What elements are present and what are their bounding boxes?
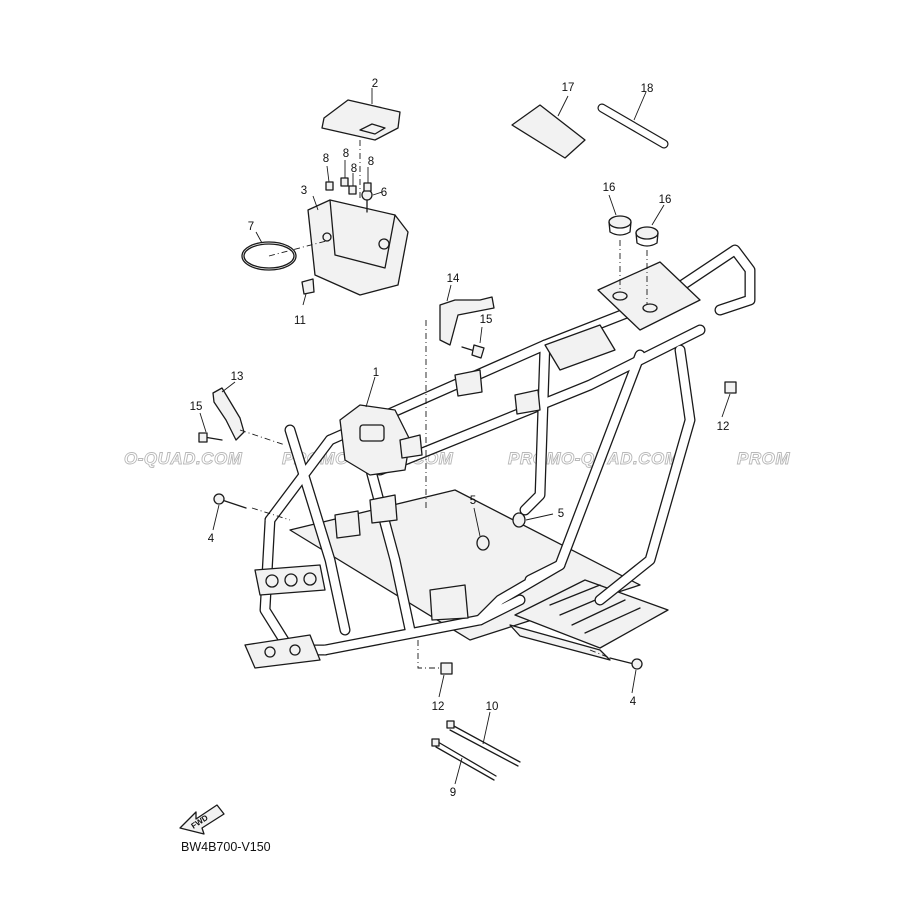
- callout-6: 6: [381, 187, 387, 199]
- callout-10: 10: [486, 701, 499, 713]
- part-8-clips: [325, 177, 372, 195]
- part-4-bolts: [213, 493, 643, 670]
- callout-numbers: 2 3 8 8 8 8 6 7 11 14 15 13 1 15 4 5 5 1…: [190, 78, 730, 799]
- callout-15: 15: [190, 401, 203, 413]
- part-12-clips: [440, 381, 737, 675]
- callout-5: 5: [558, 508, 564, 520]
- callout-16: 16: [659, 194, 672, 206]
- part-9-10-cable-ties: [431, 720, 521, 781]
- watermark-row: O-QUAD.COM PROMO-QUAD.COM PROMO-QUAD.COM…: [124, 449, 791, 469]
- callout-18: 18: [641, 83, 654, 95]
- frame-drawing: [244, 244, 756, 669]
- callout-8: 8: [343, 148, 349, 160]
- part-5-collars: [476, 512, 526, 551]
- part-14-bracket: [439, 296, 495, 346]
- callout-3: 3: [301, 185, 307, 197]
- watermark-text: PROM: [737, 449, 790, 468]
- part-11-connector: [301, 278, 315, 295]
- callout-15: 15: [480, 314, 493, 326]
- watermark-text: PROMO-QUAD.COM: [508, 449, 680, 468]
- part-16-grommets: [608, 215, 659, 247]
- part-17-pouch: [511, 104, 586, 159]
- fwd-arrow-icon: FWD: [179, 804, 225, 835]
- part-13-bracket: [212, 387, 245, 441]
- leader-lines: [199, 88, 731, 785]
- part-18-tool-tube: [597, 103, 669, 149]
- callout-8: 8: [351, 163, 357, 175]
- callout-12: 12: [717, 421, 730, 433]
- callout-4: 4: [208, 533, 215, 545]
- footrest-plate: [514, 579, 669, 649]
- diagram-code: BW4B700-V150: [181, 840, 271, 854]
- callout-11: 11: [294, 315, 306, 327]
- callout-8: 8: [368, 156, 374, 168]
- part-2-cover: [321, 99, 401, 141]
- callout-2: 2: [372, 78, 378, 90]
- callout-9: 9: [450, 787, 456, 799]
- callout-14: 14: [447, 273, 460, 285]
- callout-1: 1: [373, 367, 379, 379]
- callout-8: 8: [323, 153, 329, 165]
- callout-4: 4: [630, 696, 637, 708]
- rear-cross-plate: [597, 261, 701, 331]
- callout-17: 17: [562, 82, 575, 94]
- callout-16: 16: [603, 182, 616, 194]
- watermark-text: O-QUAD.COM: [124, 449, 243, 468]
- part-7-band: [241, 241, 297, 271]
- callout-12: 12: [432, 701, 445, 713]
- callout-7: 7: [248, 221, 254, 233]
- dash-lines: [239, 140, 648, 669]
- callout-13: 13: [231, 371, 244, 383]
- part-15-bolts: [198, 344, 485, 443]
- part-3-battery-box: [307, 199, 409, 296]
- callout-5: 5: [470, 495, 476, 507]
